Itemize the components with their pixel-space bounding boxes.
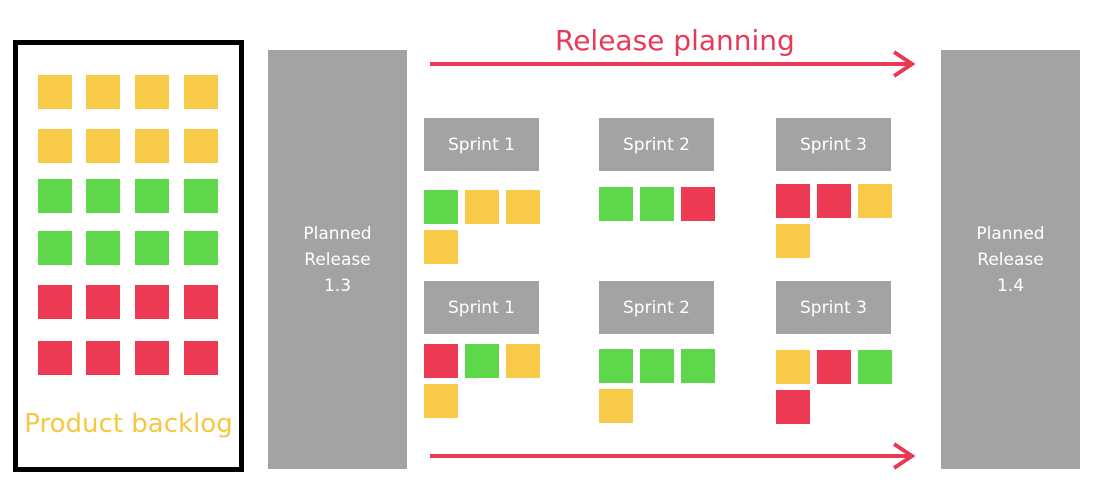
backlog-item [135,285,169,319]
sprint-item [817,350,851,384]
sprint-item [776,184,810,218]
backlog-item [86,285,120,319]
sprint-item [817,184,851,218]
backlog-item [86,341,120,375]
sprint-item [599,389,633,423]
sprint-box: Sprint 3 [776,281,891,334]
planned-release-left-line3: 1.3 [323,275,352,296]
sprint-label: Sprint 2 [623,297,690,318]
backlog-item [38,75,72,109]
product-backlog-label: Product backlog [24,409,233,439]
planned-release-right-line3: 1.4 [996,275,1025,296]
sprint-item [776,390,810,424]
sprint-item [640,349,674,383]
backlog-item [135,129,169,163]
release-planning-title: Release planning [555,24,795,57]
backlog-item [38,285,72,319]
planned-release-right: Planned Release 1.4 [941,50,1080,469]
sprint-item [858,350,892,384]
bottom-arrow-icon [430,442,916,470]
sprint-item [681,187,715,221]
backlog-item [38,179,72,213]
sprint-label: Sprint 2 [623,134,690,155]
sprint-label: Sprint 3 [800,297,867,318]
top-arrow-icon [430,50,916,78]
sprint-item [465,344,499,378]
backlog-item [184,231,218,265]
backlog-item [184,75,218,109]
sprint-label: Sprint 1 [448,297,515,318]
backlog-item [135,75,169,109]
backlog-item [184,129,218,163]
product-backlog: Product backlog [13,40,244,472]
sprint-item [506,344,540,378]
backlog-item [86,179,120,213]
sprint-item [776,350,810,384]
sprint-item [465,190,499,224]
sprint-label: Sprint 3 [800,134,867,155]
sprint-item [640,187,674,221]
sprint-box: Sprint 2 [599,118,714,171]
sprint-item [776,224,810,258]
sprint-box: Sprint 2 [599,281,714,334]
sprint-item [599,187,633,221]
backlog-item [135,341,169,375]
sprint-item [681,349,715,383]
sprint-item [506,190,540,224]
sprint-item [858,184,892,218]
sprint-label: Sprint 1 [448,134,515,155]
backlog-item [184,341,218,375]
backlog-item [38,341,72,375]
sprint-item [424,190,458,224]
sprint-item [424,230,458,264]
backlog-item [38,129,72,163]
backlog-item [184,179,218,213]
backlog-item [135,179,169,213]
backlog-item [135,231,169,265]
backlog-item [86,75,120,109]
sprint-item [424,384,458,418]
backlog-item [184,285,218,319]
backlog-item [86,231,120,265]
planned-release-right-line2: Release [977,249,1044,270]
sprint-item [599,349,633,383]
sprint-box: Sprint 1 [424,281,539,334]
sprint-box: Sprint 3 [776,118,891,171]
sprint-item [424,344,458,378]
planned-release-right-line1: Planned [976,223,1045,244]
planned-release-left-line2: Release [304,249,371,270]
backlog-item [38,231,72,265]
planned-release-left: Planned Release 1.3 [268,50,407,469]
planned-release-left-line1: Planned [303,223,372,244]
backlog-item [86,129,120,163]
sprint-box: Sprint 1 [424,118,539,171]
